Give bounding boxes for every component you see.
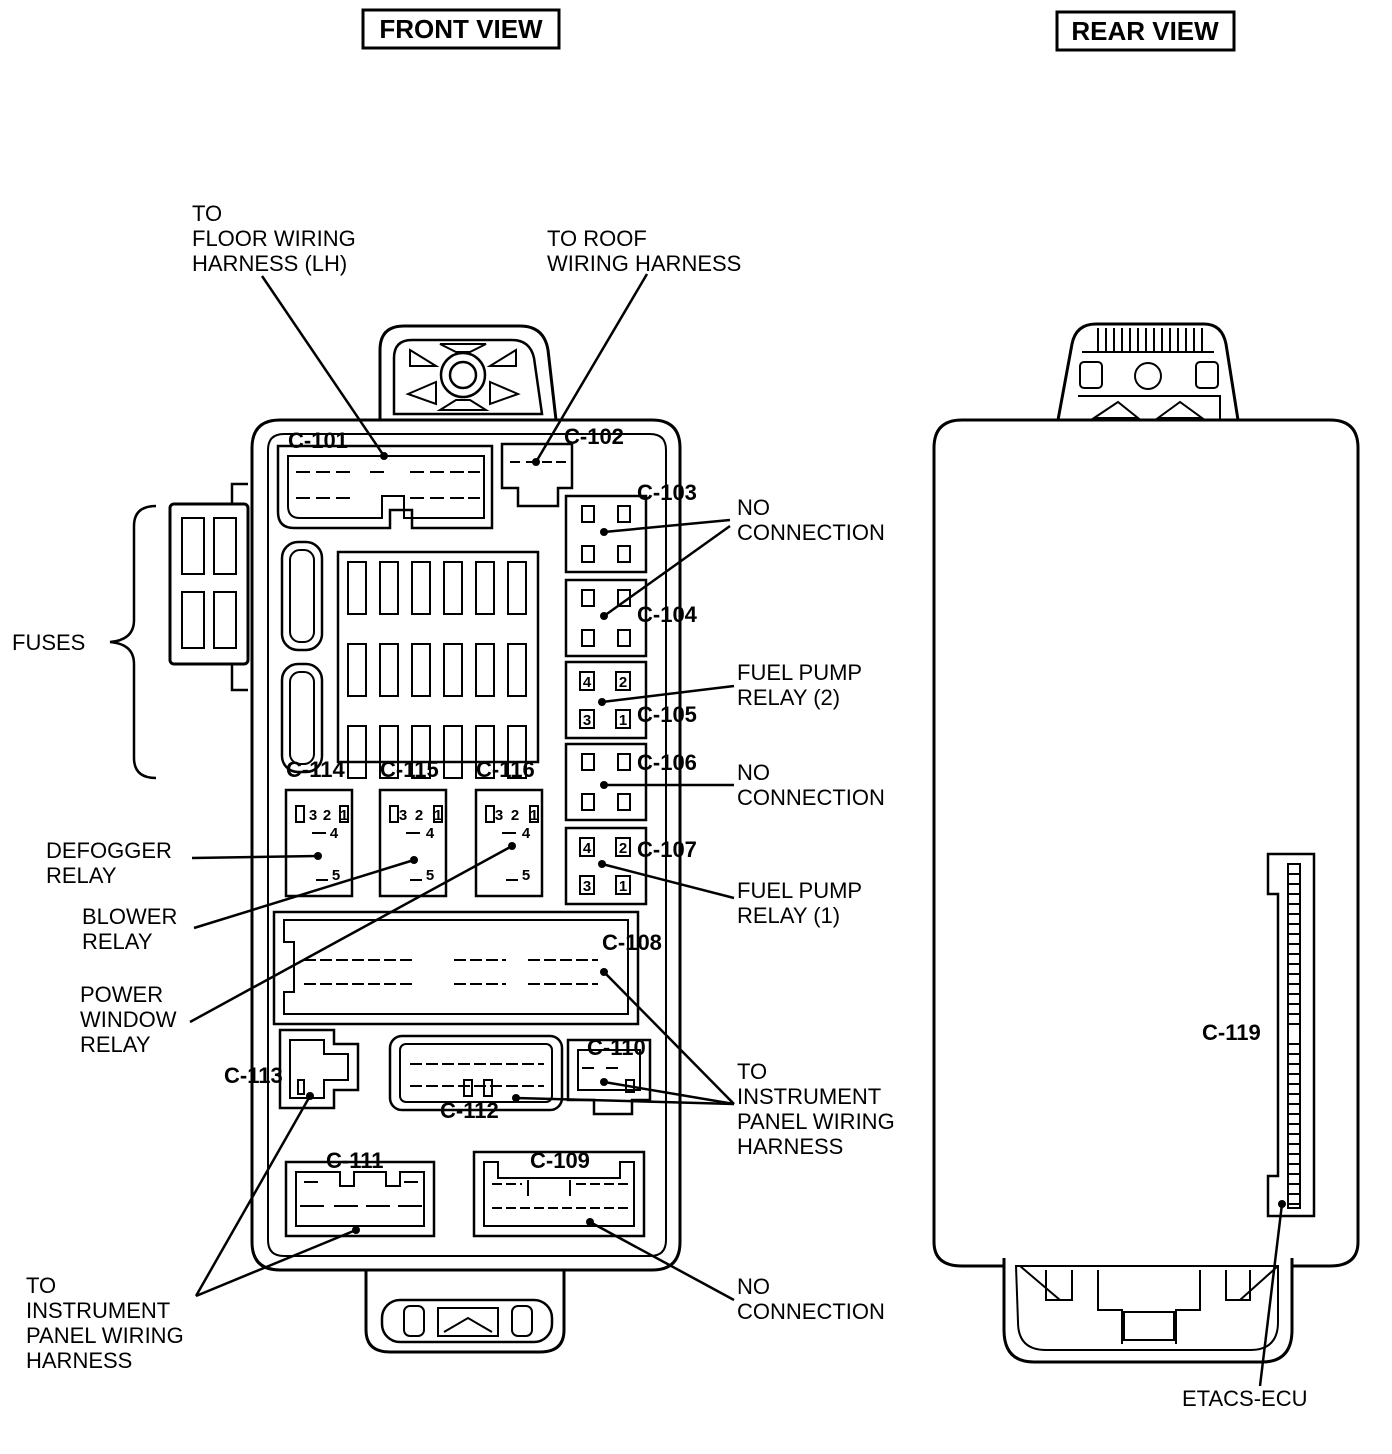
rear-view-title: REAR VIEW <box>1071 16 1219 46</box>
c111-connector <box>284 1160 436 1238</box>
etacs-ecu-label: ETACS-ECU <box>1182 1386 1308 1411</box>
c115-pin-3: 3 <box>399 807 407 824</box>
no-connection-callout-b: NO CONNECTION <box>737 760 885 810</box>
blower-relay-callout: BLOWER RELAY <box>82 904 183 954</box>
c114-pin-1: 1 <box>340 807 348 824</box>
c115-pin-4: 4 <box>426 825 435 842</box>
c114-pin-4: 4 <box>330 825 339 842</box>
c105-pin-2: 2 <box>619 674 627 691</box>
defogger-relay-callout: DEFOGGER RELAY <box>46 838 178 888</box>
c105-pin-3: 3 <box>583 712 591 729</box>
c103-label: C-103 <box>637 480 697 505</box>
c115-relay-socket: 3 2 1 4 5 <box>378 788 448 898</box>
fuse-slot <box>411 561 431 615</box>
c105-pin-1: 1 <box>619 712 627 729</box>
c114-relay-socket: 3 2 1 4 5 <box>284 788 354 898</box>
c115-pin-1: 1 <box>434 807 442 824</box>
c114-pin-3: 3 <box>309 807 317 824</box>
c110-label: C-110 <box>587 1035 646 1060</box>
large-relay-row: 3 2 1 4 5 3 2 1 4 5 3 2 1 4 5 <box>284 788 544 898</box>
power-window-relay-callout: POWER WINDOW RELAY <box>80 982 183 1057</box>
c116-pin-3: 3 <box>495 807 503 824</box>
c112-connector <box>388 1034 564 1112</box>
c102-label: C-102 <box>564 424 624 449</box>
c107-pin-1: 1 <box>619 878 627 895</box>
fuse-slot <box>379 561 399 615</box>
fuse-slot <box>507 725 527 779</box>
fuses-brace <box>109 504 157 780</box>
roof-harness-callout: TO ROOF WIRING HARNESS <box>547 226 741 276</box>
fuse-slot <box>443 725 463 779</box>
fuel-pump-relay-1-callout: FUEL PUMP RELAY (1) <box>737 878 868 928</box>
fuse-slot <box>475 643 495 697</box>
c115-pin-2: 2 <box>415 807 423 824</box>
no-connection-callout-c: NO CONNECTION <box>737 1274 885 1324</box>
fuse-slot <box>411 725 431 779</box>
c116-relay-socket: 3 2 1 4 5 <box>474 788 544 898</box>
c112-label: C-112 <box>440 1098 499 1123</box>
c101-connector <box>276 444 494 530</box>
c105-label: C-105 <box>637 702 697 727</box>
fuse-slot <box>507 643 527 697</box>
fuse-slot <box>379 725 399 779</box>
etacs-leader-line <box>1258 1203 1284 1387</box>
c109-label: C-109 <box>530 1148 590 1173</box>
c116-pin-4: 4 <box>522 825 531 842</box>
c107-label: C-107 <box>637 837 697 862</box>
floor-harness-callout: TO FLOOR WIRING HARNESS (LH) <box>192 201 362 276</box>
fuse-slot <box>507 561 527 615</box>
fuse-block <box>336 550 540 779</box>
c108-label: C-108 <box>602 930 662 955</box>
front-view-title-box: FRONT VIEW <box>361 8 561 50</box>
c102-connector <box>500 442 574 508</box>
c107-pin-2: 2 <box>619 840 627 857</box>
c108-connector <box>272 910 640 1026</box>
fuse-slot <box>411 643 431 697</box>
small-relay-column: 4 2 3 1 4 2 3 1 <box>564 494 648 906</box>
c115-label: C-115 <box>380 757 439 782</box>
rear-view-title-box: REAR VIEW <box>1055 10 1236 52</box>
fuse-slot <box>347 725 367 779</box>
c116-label: C-116 <box>476 757 535 782</box>
c114-pin-5: 5 <box>332 867 340 884</box>
c119-connector <box>1266 852 1316 1218</box>
c119-label: C-119 <box>1202 1020 1261 1045</box>
c115-pin-5: 5 <box>426 867 434 884</box>
leader-lines <box>189 273 735 1302</box>
c104-label: C-104 <box>637 602 698 627</box>
c105-pin-4: 4 <box>583 674 592 691</box>
c116-pin-1: 1 <box>530 807 538 824</box>
c106-label: C-106 <box>637 750 697 775</box>
instrument-panel-callout-left: TO INSTRUMENT PANEL WIRING HARNESS <box>26 1273 190 1373</box>
etacs-leader-dot <box>1278 1200 1286 1208</box>
c111-label: C-111 <box>326 1148 384 1173</box>
c107-pin-4: 4 <box>583 840 592 857</box>
fuse-slot <box>443 643 463 697</box>
c109-connector <box>472 1150 646 1238</box>
c114-label: C-114 <box>286 757 345 782</box>
instrument-panel-callout-right: TO INSTRUMENT PANEL WIRING HARNESS <box>737 1059 901 1159</box>
fuse-slot <box>379 643 399 697</box>
fuse-slot <box>475 561 495 615</box>
fuel-pump-relay-2-callout: FUEL PUMP RELAY (2) <box>737 660 868 710</box>
c114-pin-2: 2 <box>323 807 331 824</box>
c113-label: C-113 <box>224 1063 283 1088</box>
c116-pin-5: 5 <box>522 867 530 884</box>
c101-label: C-101 <box>288 428 348 453</box>
fuse-slot <box>475 725 495 779</box>
fuse-slot <box>347 561 367 615</box>
fuse-slot <box>347 643 367 697</box>
fuse-slot <box>443 561 463 615</box>
rear-housing <box>932 322 1360 1364</box>
c107-pin-3: 3 <box>583 878 591 895</box>
c116-pin-2: 2 <box>511 807 519 824</box>
c113-connector <box>278 1028 360 1110</box>
no-connection-callout-a: NO CONNECTION <box>737 495 885 545</box>
side-fuse-slots <box>280 540 324 774</box>
fuses-callout: FUSES <box>12 630 85 655</box>
front-view-title: FRONT VIEW <box>379 14 543 44</box>
